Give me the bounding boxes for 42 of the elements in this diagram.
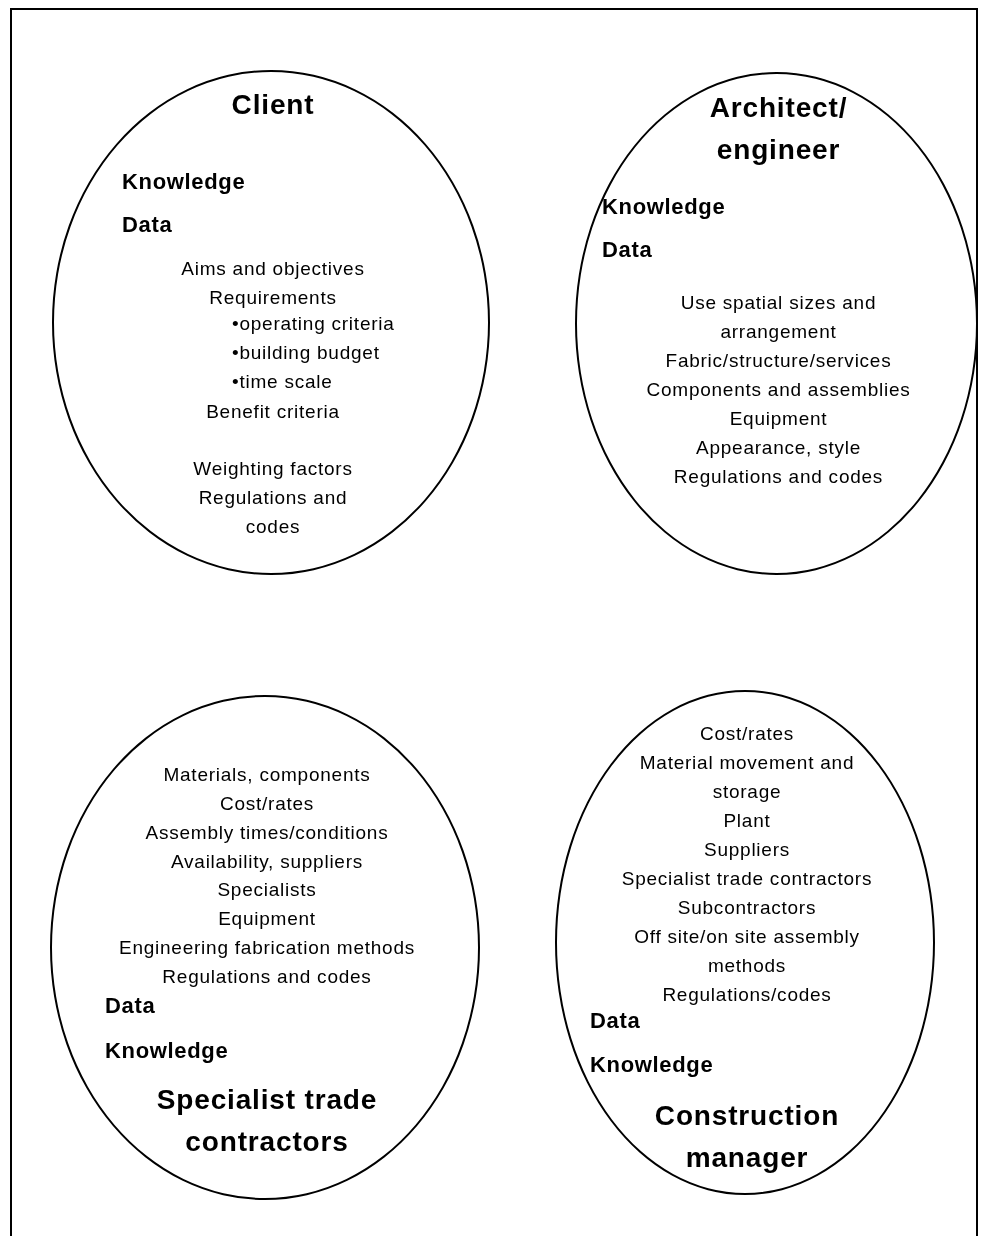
data-item: Benefit criteria [205, 399, 341, 424]
data-item: Weighting factors [192, 456, 354, 481]
data-item: Requirements [208, 285, 338, 310]
category-label: Data [105, 991, 156, 1020]
data-item: Suppliers [702, 837, 792, 862]
data-item: Materials, components [162, 762, 372, 787]
data-item: Regulations and codes [197, 485, 349, 539]
data-item: Fabric/structure/services [664, 348, 893, 373]
ellipse-title: Client [230, 88, 316, 122]
data-item: Regulations and codes [161, 964, 373, 989]
ellipse-title: Specialist trade contractors [155, 1083, 379, 1159]
data-item: Material movement and storage [638, 750, 856, 804]
category-label: Knowledge [602, 192, 726, 221]
data-item: Availability, suppliers [169, 849, 365, 874]
data-item: Specialist trade contractors [620, 866, 874, 891]
data-item: Subcontractors [676, 895, 818, 920]
ellipse-title: Construction manager [653, 1099, 841, 1175]
data-item: Use spatial sizes and arrangement [679, 290, 878, 344]
data-item: •time scale [232, 369, 333, 394]
category-label: Knowledge [590, 1050, 714, 1079]
category-label: Data [602, 235, 653, 264]
data-item: •building budget [232, 340, 380, 365]
data-item: Assembly times/conditions [144, 820, 390, 845]
data-item: Cost/rates [698, 721, 796, 746]
data-item: Equipment [217, 906, 317, 931]
data-item: Engineering fabrication methods [117, 935, 417, 960]
category-label: Data [590, 1006, 641, 1035]
data-item: Regulations/codes [661, 982, 833, 1007]
data-item: Appearance, style [695, 435, 862, 460]
data-item: Plant [722, 808, 772, 833]
data-item: Aims and objectives [180, 256, 366, 281]
data-item: Equipment [728, 406, 829, 431]
data-item: Components and assemblies [645, 377, 912, 402]
data-item: Cost/rates [218, 791, 316, 816]
category-label: Knowledge [122, 167, 246, 196]
data-item: Off site/on site assembly methods [633, 924, 861, 978]
category-label: Data [122, 210, 173, 239]
data-item: •operating criteria [232, 311, 395, 336]
ellipse-title: Architect/ engineer [708, 91, 849, 167]
category-label: Knowledge [105, 1036, 229, 1065]
data-item: Regulations and codes [672, 464, 885, 489]
data-item: Specialists [216, 877, 318, 902]
